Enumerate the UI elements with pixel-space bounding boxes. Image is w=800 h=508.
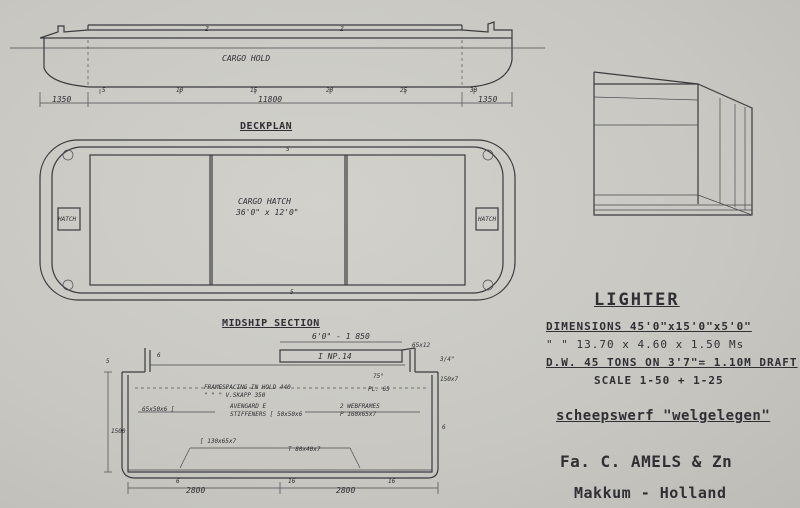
- depth-label: 1500: [111, 428, 126, 435]
- keel-label: T 80x40x7: [288, 446, 321, 453]
- beam-dim: 6'0" - 1 850: [312, 332, 370, 341]
- dim-11800: 11800: [258, 95, 283, 104]
- frame-num-10: 10: [176, 87, 184, 94]
- side-6-label: 6: [442, 424, 446, 431]
- cargo-hold-label: CARGO HOLD: [222, 54, 271, 63]
- dimensions-metric: " " 13.70 x 4.60 x 1.50 Ms: [546, 338, 745, 351]
- bottom-16-right: 16: [388, 478, 396, 485]
- frame-mark-2: Z: [340, 26, 344, 33]
- frame-spacing-label: FRAMESPACING IN HOLD 440: [204, 384, 291, 391]
- frame-num-20: 20: [326, 87, 334, 94]
- frame-num-5: 5: [102, 87, 106, 94]
- midship-heading: MIDSHIP SECTION: [222, 318, 320, 329]
- beam-label: I NP.14: [318, 352, 352, 361]
- side-elevation: [10, 21, 545, 107]
- bottom-6-left: 6: [176, 478, 180, 485]
- bottom-16: 16: [288, 478, 296, 485]
- deck-mark-bottom: 5: [290, 289, 294, 296]
- location: Makkum - Holland: [574, 484, 727, 502]
- dim-2800-right: 2800: [336, 486, 356, 495]
- frame-mark-1: Z: [205, 26, 209, 33]
- note-right: 3/4": [440, 356, 455, 363]
- stiffener-label: AVENGARD E: [230, 403, 267, 410]
- deadweight-line: D.W. 45 TONS ON 3'7"= 1.10M DRAFT: [546, 356, 798, 369]
- deck-mark-top: 5: [286, 146, 290, 153]
- frame-num-30: 30: [470, 87, 478, 94]
- floor-label: [ 130x65x7: [200, 438, 237, 445]
- deckplan-heading: DECKPLAN: [240, 121, 293, 132]
- dim-1350-left: 1350: [52, 95, 72, 104]
- note-6: 6: [157, 352, 161, 359]
- frame-spacing-sub: " " " V.SKAPP 350: [204, 392, 266, 399]
- hatch-left-label: HATCH: [58, 216, 77, 223]
- plate-65: 65x12: [412, 342, 431, 349]
- angle-65-label: 65x50x6 [: [142, 406, 175, 413]
- web-frame-label: 2 WEBFRAMES: [340, 403, 380, 410]
- cargo-hatch-label: CARGO HATCH: [238, 197, 291, 206]
- dim-1350-right: 1350: [478, 95, 498, 104]
- web-frame-sub: P 160x65x7: [340, 411, 377, 418]
- shipyard-name: scheepswerf "welgelegen": [556, 408, 771, 424]
- midship-section: [104, 341, 439, 494]
- stiffener-sub: STIFFENERS [ 50x50x6: [230, 411, 303, 418]
- note-5: 5: [106, 358, 110, 365]
- dimensions-line: DIMENSIONS 45'0"x15'0"x5'0": [546, 320, 752, 333]
- deck-plan: [39, 139, 516, 301]
- angle-label: 75°: [373, 373, 384, 380]
- plate-label: PL. 65: [368, 386, 390, 393]
- frame-num-15: 15: [250, 87, 258, 94]
- scale-line: SCALE 1-50 + 1-25: [594, 374, 724, 387]
- frame-num-25: 25: [400, 87, 408, 94]
- perspective-sketch: [593, 71, 753, 216]
- vessel-title: LIGHTER: [594, 290, 680, 310]
- company-name: Fa. C. AMELS & Zn: [560, 452, 733, 471]
- cargo-hatch-size: 36'0" x 12'0": [236, 208, 299, 217]
- hatch-right-label: HATCH: [478, 216, 497, 223]
- dim-2800-left: 2800: [186, 486, 206, 495]
- bar-label: 150x7: [440, 376, 459, 383]
